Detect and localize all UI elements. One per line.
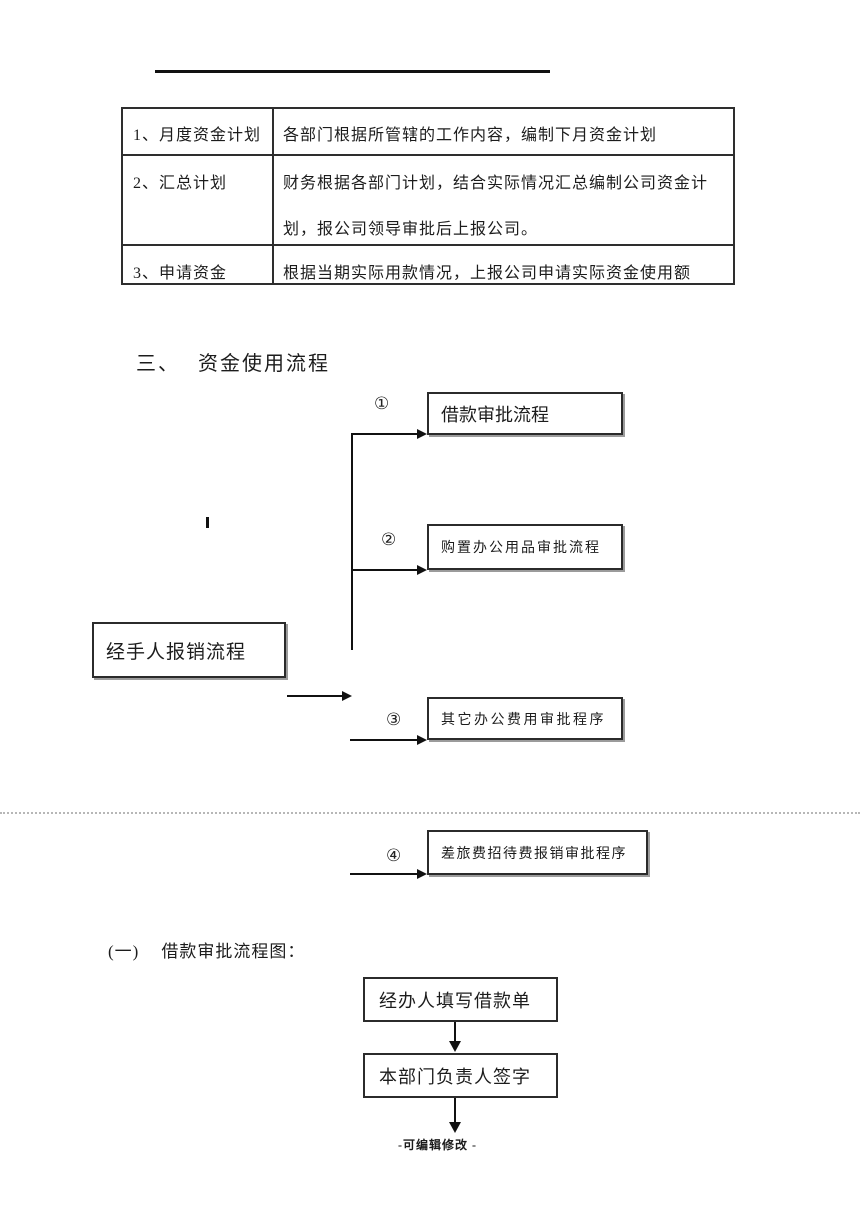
table-row-label: 2、汇总计划 xyxy=(133,175,228,192)
branch-marker-3: ③ xyxy=(386,710,402,729)
arrowhead-down-icon xyxy=(449,1122,461,1133)
arrowhead-right-icon xyxy=(417,869,427,879)
table-row-divider xyxy=(123,244,733,246)
subsection-heading-loan-flow: (一) 借款审批流程图： xyxy=(108,937,305,962)
header-rule xyxy=(155,70,550,73)
branch-marker-4: ④ xyxy=(386,846,402,865)
flow-box-loan-approval: 借款审批流程 xyxy=(427,392,623,435)
connector-line xyxy=(350,873,418,875)
table-row-desc: 划，报公司领导审批后上报公司。 xyxy=(283,221,539,238)
branch-marker-1: ① xyxy=(374,394,390,413)
table-column-divider xyxy=(272,109,274,283)
flow-box-label: 差旅费招待费报销审批程序 xyxy=(441,846,627,862)
connector-line xyxy=(352,569,418,571)
page-break-divider xyxy=(0,812,860,814)
table-row-label: 3、申请资金 xyxy=(133,265,228,282)
flow-box-label: 其它办公费用审批程序 xyxy=(441,712,606,728)
connector-line xyxy=(351,433,353,650)
table-row-label: 1、月度资金计划 xyxy=(133,127,262,144)
arrowhead-right-icon xyxy=(342,691,352,701)
flow-box-travel-entertainment: 差旅费招待费报销审批程序 xyxy=(427,830,648,875)
table-row-desc: 财务根据各部门计划，结合实际情况汇总编制公司资金计 xyxy=(283,175,709,192)
stray-mark xyxy=(206,517,209,528)
footer-editable-note: -可编辑修改 - xyxy=(398,1138,477,1152)
flow-box-label: 本部门负责人签字 xyxy=(379,1066,531,1087)
arrowhead-right-icon xyxy=(417,735,427,745)
arrowhead-down-icon xyxy=(449,1041,461,1052)
flow-box-dept-head-sign: 本部门负责人签字 xyxy=(363,1053,558,1098)
section-number: 三、 xyxy=(136,353,180,375)
connector-line xyxy=(454,1098,456,1123)
connector-line xyxy=(352,433,418,435)
connector-line xyxy=(454,1022,456,1042)
flow-box-label: 购置办公用品审批流程 xyxy=(441,541,601,556)
table-row-desc: 各部门根据所管辖的工作内容，编制下月资金计划 xyxy=(283,127,658,144)
flow-box-label: 借款审批流程 xyxy=(441,404,549,425)
branch-marker-2: ② xyxy=(381,530,397,549)
table-row-divider xyxy=(123,154,733,156)
subsection-title: 借款审批流程图： xyxy=(161,942,306,961)
flow-box-other-office-expenses: 其它办公费用审批程序 xyxy=(427,697,623,740)
flow-box-label: 经办人填写借款单 xyxy=(379,990,531,1011)
section-heading-funds-usage: 三、资金使用流程 xyxy=(136,347,330,376)
table-row-desc: 根据当期实际用款情况，上报公司申请实际资金使用额 xyxy=(283,265,692,282)
arrowhead-right-icon xyxy=(417,429,427,439)
arrowhead-right-icon xyxy=(417,565,427,575)
flow-box-office-supplies: 购置办公用品审批流程 xyxy=(427,524,623,570)
flow-box-handler-reimbursement: 经手人报销流程 xyxy=(92,622,286,678)
funds-plan-table: 1、月度资金计划 各部门根据所管辖的工作内容，编制下月资金计划 2、汇总计划 财… xyxy=(121,107,735,285)
subsection-number: (一) xyxy=(108,942,140,961)
flow-box-label: 经手人报销流程 xyxy=(106,641,247,663)
connector-line xyxy=(287,695,342,697)
section-title: 资金使用流程 xyxy=(198,353,330,375)
flow-box-fill-loan-form: 经办人填写借款单 xyxy=(363,977,558,1022)
connector-line xyxy=(350,739,418,741)
